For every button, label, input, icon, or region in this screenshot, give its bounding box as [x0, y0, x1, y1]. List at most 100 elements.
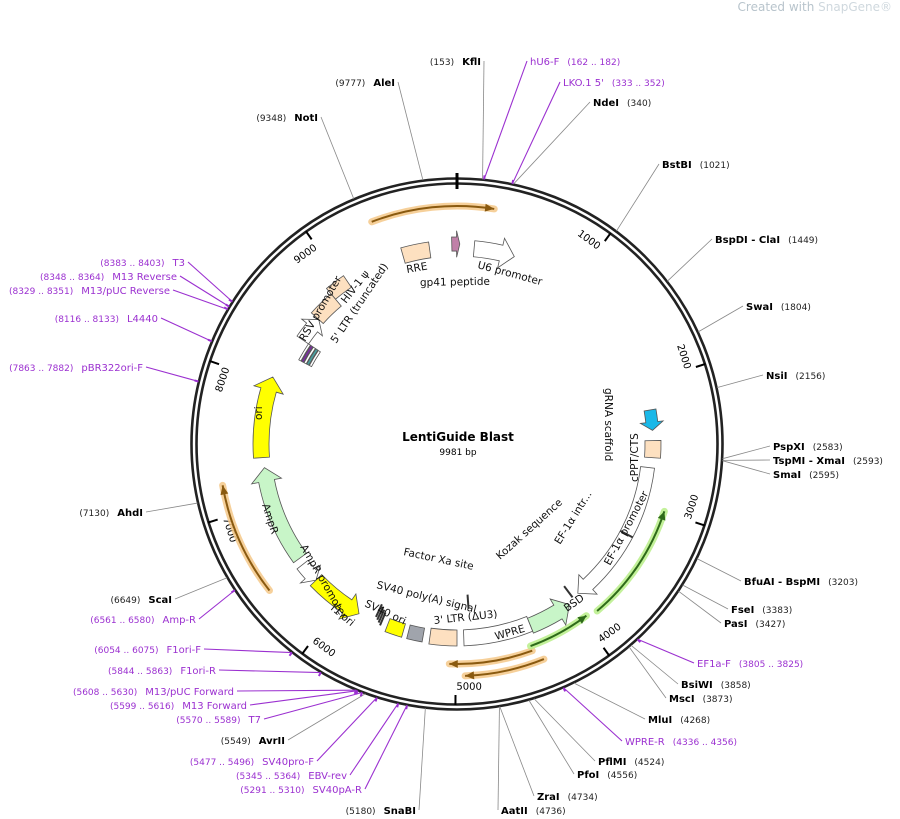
feature-ef1a-intron[interactable] — [619, 529, 634, 539]
enzyme-label[interactable]: BsiWI(3858) — [681, 680, 751, 691]
primer-label[interactable]: (6054 .. 6075)F1ori-F — [94, 645, 201, 656]
primer-site[interactable]: (7863 .. 7882)pBR322ori-F — [9, 363, 199, 383]
primer-site[interactable]: (5608 .. 5630)M13/pUC Forward — [73, 687, 358, 698]
enzyme-label[interactable]: SwaI(1804) — [746, 302, 811, 313]
feature-mark[interactable] — [298, 343, 311, 362]
enzyme-site[interactable]: SwaI(1804) — [698, 302, 811, 333]
enzyme-site[interactable]: ZraI(4734) — [499, 706, 598, 803]
primer-site[interactable]: (5844 .. 5863)F1ori-R — [108, 666, 322, 677]
feature-ori[interactable] — [252, 376, 285, 459]
enzyme-label[interactable]: (5549)AvrII — [221, 736, 285, 747]
enzyme-site[interactable]: BspDI - ClaI(1449) — [667, 235, 818, 282]
enzyme-label[interactable]: BfuAI - BspMI(3203) — [744, 577, 858, 588]
enzyme-label[interactable]: BstBI(1021) — [662, 160, 730, 171]
feature-cppt-cts[interactable] — [644, 440, 662, 459]
feature-gp41-peptide[interactable] — [451, 230, 461, 258]
feature-hiv1-psi[interactable] — [325, 275, 352, 300]
enzyme-label[interactable]: PspXI(2583) — [773, 442, 843, 453]
enzyme-label[interactable]: (7130)AhdI — [79, 508, 143, 519]
enzyme-site[interactable]: PasI(3427) — [678, 590, 786, 630]
enzyme-site[interactable]: MluI(4268) — [573, 682, 710, 726]
feature-mark[interactable] — [379, 612, 387, 626]
primer-site[interactable]: EF1a-F(3805 .. 3825) — [636, 638, 804, 670]
primer-label[interactable]: (8116 .. 8133)L4440 — [55, 314, 158, 325]
enzyme-label[interactable]: AatII(4736) — [501, 806, 566, 817]
enzyme-site[interactable]: (5180)SnaBI — [346, 708, 426, 817]
feature-ampr[interactable] — [250, 467, 308, 564]
enzyme-site[interactable]: AatII(4736) — [497, 706, 566, 817]
feature-sv40-polya[interactable] — [406, 624, 425, 643]
enzyme-label[interactable]: PfoI(4556) — [577, 770, 637, 781]
enzyme-label[interactable]: MluI(4268) — [648, 715, 710, 726]
feature-mark[interactable] — [375, 603, 383, 618]
primer-site[interactable]: (8348 .. 8364)M13 Reverse — [40, 272, 230, 308]
primer-site[interactable]: (5599 .. 5616)M13 Forward — [110, 690, 359, 712]
enzyme-site[interactable]: (6649)ScaI — [110, 577, 228, 606]
primer-label[interactable]: (5477 .. 5496)SV40pro-F — [190, 757, 314, 768]
primer-site[interactable]: hU6-F(162 .. 182) — [483, 57, 620, 180]
primer-site[interactable]: (8329 .. 8351)M13/pUC Reverse — [9, 286, 229, 311]
primer-label[interactable]: (5570 .. 5589)T7 — [176, 715, 261, 726]
primer-site[interactable]: (5477 .. 5496)SV40pro-F — [190, 697, 378, 768]
primer-site[interactable]: (8383 .. 8403)T3 — [100, 258, 233, 303]
feature-ef1a-promoter[interactable] — [577, 466, 655, 595]
primer-site[interactable]: (8116 .. 8133)L4440 — [55, 314, 213, 343]
enzyme-site[interactable]: PflMI(4524) — [533, 698, 664, 768]
primer-label[interactable]: (8383 .. 8403)T3 — [100, 258, 185, 269]
feature-factor-xa-site[interactable] — [466, 594, 470, 609]
primer-label[interactable]: (5608 .. 5630)M13/pUC Forward — [73, 687, 234, 698]
enzyme-label[interactable]: PflMI(4524) — [598, 757, 664, 768]
primer-site[interactable]: (5570 .. 5589)T7 — [176, 691, 364, 726]
primer-site[interactable]: LKO.1 5'(333 .. 352) — [511, 78, 665, 185]
feature-mark[interactable] — [306, 348, 319, 366]
enzyme-site[interactable]: NdeI(340) — [513, 98, 651, 185]
enzyme-label[interactable]: NsiI(2156) — [766, 371, 825, 382]
primer-label[interactable]: WPRE-R(4336 .. 4356) — [625, 737, 737, 748]
enzyme-site[interactable]: (9348)NotI — [256, 113, 355, 199]
enzyme-site[interactable]: (9777)AleI — [335, 78, 424, 181]
primer-label[interactable]: (7863 .. 7882)pBR322ori-F — [9, 363, 143, 374]
primer-site[interactable]: (6054 .. 6075)F1ori-F — [94, 645, 293, 657]
enzyme-label[interactable]: PasI(3427) — [724, 619, 785, 630]
feature-u6-promoter[interactable] — [472, 237, 515, 269]
enzyme-label[interactable]: MscI(3873) — [669, 694, 733, 705]
feature-sv40-ori[interactable] — [384, 618, 406, 638]
feature-mark[interactable] — [377, 609, 386, 623]
enzyme-label[interactable]: FseI(3383) — [731, 605, 792, 616]
primer-label[interactable]: EF1a-F(3805 .. 3825) — [697, 659, 803, 670]
enzyme-site[interactable]: BfuAI - BspMI(3203) — [696, 558, 858, 588]
primer-label[interactable]: hU6-F(162 .. 182) — [530, 57, 620, 68]
enzyme-label[interactable]: (6649)ScaI — [110, 595, 172, 606]
primer-label[interactable]: (5291 .. 5310)SV40pA-R — [240, 785, 362, 796]
primer-label[interactable]: (5599 .. 5616)M13 Forward — [110, 701, 247, 712]
enzyme-label[interactable]: NdeI(340) — [593, 98, 651, 109]
feature-grna-scaffold[interactable] — [639, 408, 665, 431]
feature-ampr-promoter[interactable] — [296, 559, 322, 584]
enzyme-label[interactable]: (9777)AleI — [335, 78, 395, 89]
enzyme-site[interactable]: FseI(3383) — [682, 584, 793, 616]
enzyme-site[interactable]: PfoI(4556) — [528, 699, 637, 781]
feature-mark[interactable] — [308, 349, 321, 368]
enzyme-site[interactable]: MscI(3873) — [628, 646, 733, 705]
enzyme-site[interactable]: PspXI(2583) — [722, 442, 843, 460]
primer-site[interactable]: WPRE-R(4336 .. 4356) — [562, 687, 738, 748]
enzyme-label[interactable]: SmaI(2595) — [773, 470, 839, 481]
feature-5-ltr-truncated[interactable] — [310, 293, 342, 325]
enzyme-label[interactable]: (9348)NotI — [256, 113, 318, 124]
feature-wpre[interactable] — [463, 615, 534, 647]
enzyme-label[interactable]: BspDI - ClaI(1449) — [715, 235, 818, 246]
enzyme-site[interactable]: BsiWI(3858) — [630, 644, 751, 691]
feature-rre[interactable] — [400, 241, 432, 264]
feature-bsd[interactable] — [526, 598, 570, 634]
enzyme-site[interactable]: SmaI(2595) — [722, 460, 839, 481]
enzyme-label[interactable]: TspMI - XmaI(2593) — [773, 456, 883, 467]
enzyme-site[interactable]: TspMI - XmaI(2593) — [722, 456, 883, 467]
enzyme-site[interactable]: (153)KflI — [430, 57, 485, 180]
enzyme-label[interactable]: ZraI(4734) — [537, 792, 598, 803]
feature-mark[interactable] — [376, 606, 384, 621]
primer-label[interactable]: (6561 .. 6580)Amp-R — [90, 615, 196, 626]
primer-label[interactable]: (8348 .. 8364)M13 Reverse — [40, 272, 177, 283]
enzyme-site[interactable]: (5549)AvrII — [221, 693, 366, 747]
primer-site[interactable]: (5345 .. 5364)EBV-rev — [236, 703, 400, 782]
feature-kozak-sequence[interactable] — [563, 585, 574, 598]
